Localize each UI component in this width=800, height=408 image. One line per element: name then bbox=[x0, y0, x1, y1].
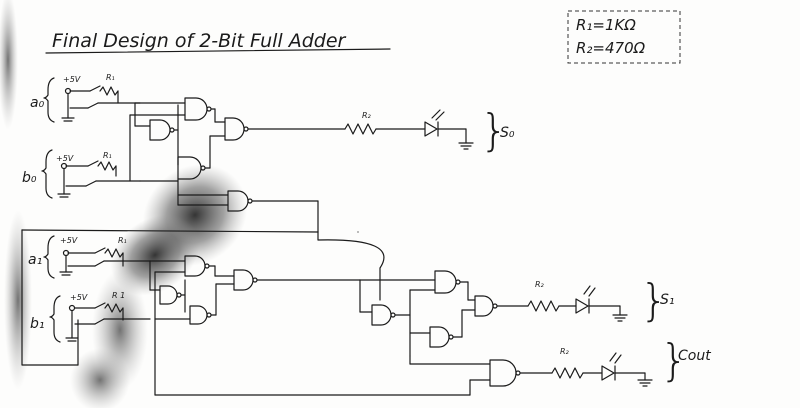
input-b1: b₁ +5V R 1 bbox=[30, 291, 151, 343]
bit1-box bbox=[21, 229, 79, 366]
svg-text:}: } bbox=[640, 275, 668, 326]
svg-text:+5V: +5V bbox=[60, 236, 78, 245]
output-s0-label: S₀ bbox=[500, 125, 515, 141]
output-s1-label: S₁ bbox=[660, 292, 675, 308]
input-a0-label: a₀ bbox=[30, 95, 45, 111]
svg-text:+5V: +5V bbox=[56, 154, 74, 163]
svg-text:+5V: +5V bbox=[63, 75, 81, 84]
title-underline bbox=[45, 48, 391, 54]
svg-text:}: } bbox=[480, 105, 508, 156]
input-b0-label: b₀ bbox=[22, 170, 37, 186]
svg-text:+5V: +5V bbox=[70, 293, 88, 302]
nand-gate-4 bbox=[224, 117, 245, 141]
note-r1: R₁=1KΩ bbox=[576, 16, 636, 34]
svg-text:R 1: R 1 bbox=[112, 291, 125, 300]
resistor-note-box bbox=[567, 10, 681, 64]
input-a1: a₁ +5V R₁ bbox=[28, 235, 151, 279]
input-a1-label: a₁ bbox=[28, 252, 42, 268]
svg-text:R₁: R₁ bbox=[103, 151, 112, 160]
nand-gate-2 bbox=[149, 119, 171, 141]
svg-text:R₂: R₂ bbox=[560, 347, 570, 356]
output-s1: R₂ } S₁ bbox=[527, 275, 675, 326]
svg-text:R₁: R₁ bbox=[106, 73, 115, 82]
input-a0: a₀ +5V R₁ bbox=[30, 73, 141, 123]
diagram-title: Final Design of 2-Bit Full Adder bbox=[52, 30, 347, 52]
svg-text:}: } bbox=[660, 335, 688, 386]
switch-a0 bbox=[89, 85, 101, 92]
note-r2: R₂=470Ω bbox=[576, 39, 646, 57]
svg-text:R₂: R₂ bbox=[535, 280, 545, 289]
half-adder-0 bbox=[21, 97, 346, 233]
output-s0: R₂ } S₀ bbox=[344, 105, 515, 156]
svg-text:R₁: R₁ bbox=[118, 236, 127, 245]
nand-gate-1 bbox=[184, 97, 208, 121]
output-cout: R₂ } Cout bbox=[551, 335, 711, 387]
input-b1-label: b₁ bbox=[30, 316, 45, 332]
full-adder-1 bbox=[21, 229, 553, 396]
svg-text:R₂: R₂ bbox=[362, 111, 372, 120]
input-b0: b₀ +5V R₁ bbox=[22, 149, 141, 199]
output-cout-label: Cout bbox=[678, 348, 711, 364]
paper-smudges bbox=[0, 0, 248, 408]
